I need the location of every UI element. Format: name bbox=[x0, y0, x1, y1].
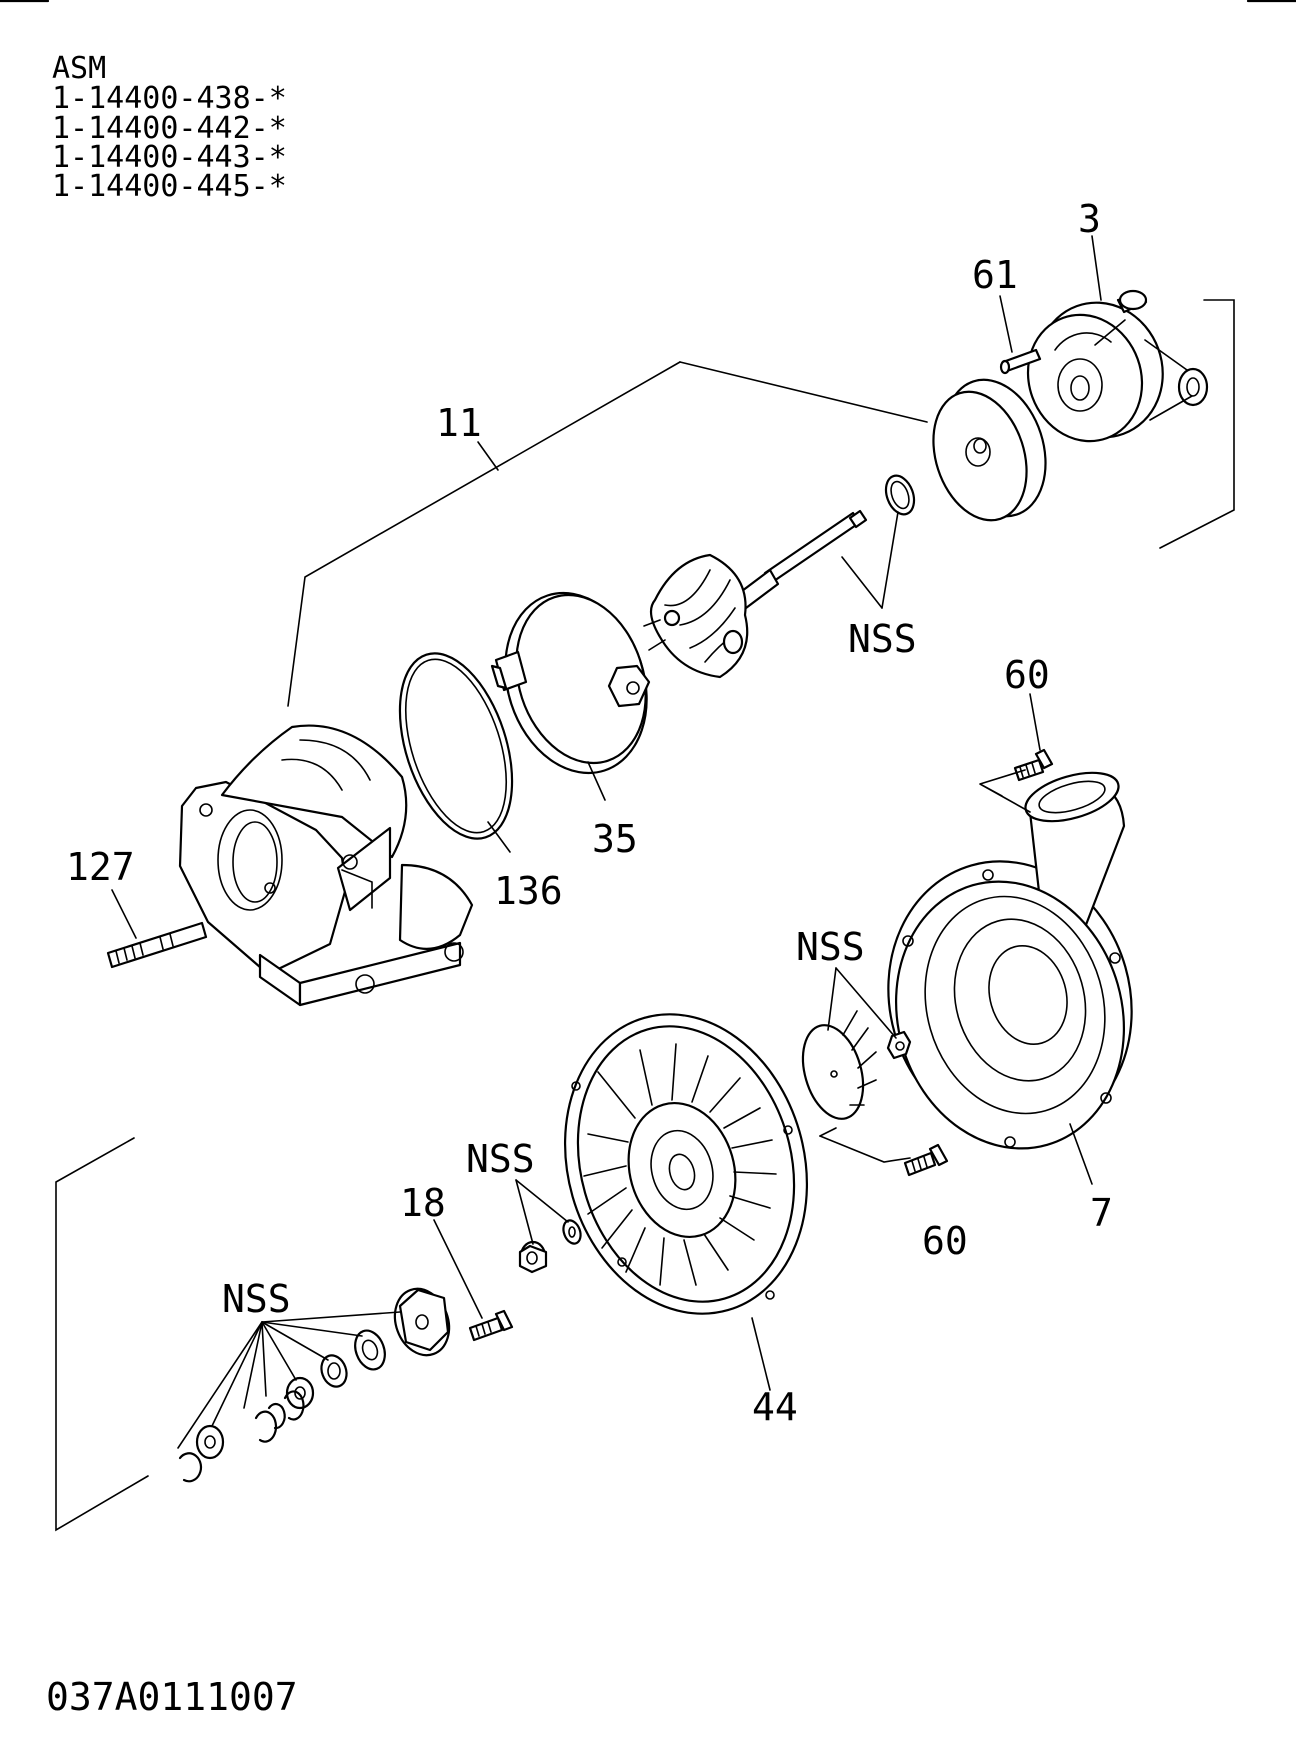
part-number-1: 1-14400-438-* bbox=[52, 81, 287, 116]
callout-136: 136 bbox=[494, 869, 563, 913]
part-number-3: 1-14400-443-* bbox=[52, 140, 287, 175]
turbine-shaft-part bbox=[643, 509, 868, 679]
callout-44: 44 bbox=[752, 1385, 798, 1429]
leader-lines bbox=[111, 235, 1102, 1449]
nut-washer-part bbox=[518, 1219, 582, 1274]
v-band-clamp-part bbox=[490, 591, 651, 775]
callout-nss-bearing: NSS bbox=[222, 1277, 291, 1321]
callout-127: 127 bbox=[66, 845, 135, 889]
callout-35: 35 bbox=[592, 817, 638, 861]
bolt-bottom-part bbox=[903, 1143, 949, 1177]
callout-60-bottom: 60 bbox=[922, 1219, 968, 1263]
seal-plate-part bbox=[932, 378, 1047, 522]
assembly-header: ASM 1-14400-438-* 1-14400-442-* 1-14400-… bbox=[52, 51, 287, 204]
back-plate-fins bbox=[583, 1043, 777, 1286]
compressor-housing-part bbox=[887, 771, 1133, 1150]
compressor-wheel-part bbox=[801, 1010, 912, 1120]
drawing-code: 037A0111007 bbox=[46, 1675, 298, 1719]
callout-nss-washer: NSS bbox=[466, 1137, 535, 1181]
thrust-bearing-stack-part bbox=[178, 1287, 451, 1483]
asm-label: ASM bbox=[52, 51, 106, 86]
stud-part bbox=[106, 921, 208, 969]
part-number-4: 1-14400-445-* bbox=[52, 169, 287, 204]
callout-11: 11 bbox=[436, 401, 482, 445]
callout-18: 18 bbox=[400, 1181, 446, 1225]
callout-labels: 3 61 11 NSS 60 35 136 127 NSS NSS 18 60 … bbox=[66, 197, 1113, 1429]
callout-nss-shaft: NSS bbox=[848, 617, 917, 661]
callout-60-top: 60 bbox=[1004, 653, 1050, 697]
bolt-top-part bbox=[1013, 748, 1054, 782]
turbine-housing-part bbox=[178, 724, 474, 1007]
bolt-18-part bbox=[468, 1309, 514, 1342]
back-plate-part bbox=[563, 1013, 809, 1315]
callout-7: 7 bbox=[1090, 1191, 1113, 1235]
callout-61: 61 bbox=[972, 253, 1018, 297]
pin-part bbox=[999, 348, 1042, 375]
large-o-ring-part bbox=[398, 652, 514, 840]
bearing-housing-part bbox=[1026, 289, 1209, 443]
small-o-ring-part bbox=[884, 474, 916, 516]
part-number-2: 1-14400-442-* bbox=[52, 111, 287, 146]
section-brackets bbox=[55, 299, 1235, 1532]
callout-nss-nut: NSS bbox=[796, 925, 865, 969]
callout-3: 3 bbox=[1078, 197, 1101, 241]
